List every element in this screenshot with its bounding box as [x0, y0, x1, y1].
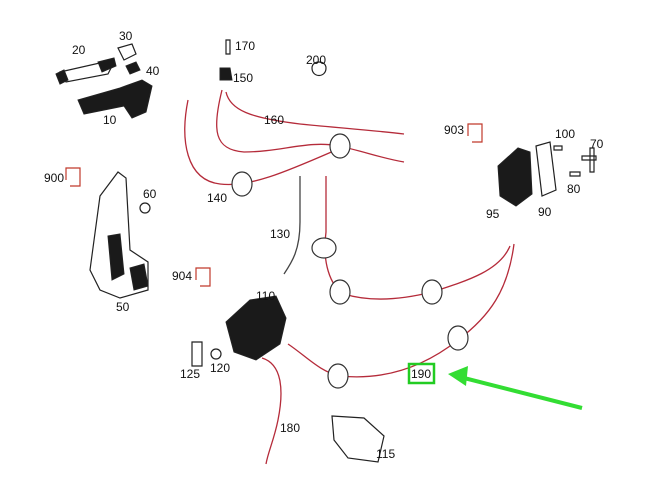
cable-long — [324, 176, 511, 300]
handle-part-30 — [117, 43, 137, 61]
bracket-part-90 — [535, 141, 557, 197]
label-95: 95 — [486, 207, 500, 221]
label-90: 90 — [538, 205, 552, 219]
grommet-190a — [327, 363, 349, 389]
tag-icon-904 — [195, 267, 211, 287]
carrier-detail-2 — [129, 263, 149, 291]
cable-140 — [184, 99, 337, 186]
clip-part-150 — [219, 67, 233, 81]
label-30: 30 — [119, 29, 133, 43]
grommet-c — [421, 279, 443, 305]
label-115: 115 — [376, 447, 395, 461]
label-120: 120 — [210, 361, 230, 375]
carrier-detail — [107, 233, 125, 281]
tag-icon-900 — [65, 167, 81, 187]
grommet-b — [329, 279, 351, 305]
screw-part-120 — [210, 348, 222, 360]
screw-part-100 — [553, 145, 563, 151]
highlight-box-190 — [407, 362, 436, 385]
tag-icon-903 — [467, 123, 483, 143]
label-110: 110 — [256, 289, 275, 303]
label-125: 125 — [180, 367, 200, 381]
handle-end — [97, 57, 117, 73]
bracket-part-115 — [331, 415, 385, 463]
label-160: 160 — [264, 113, 284, 127]
cable-130 — [283, 176, 301, 275]
label-60: 60 — [143, 187, 157, 201]
outer-handle-group — [55, 43, 153, 119]
label-20: 20 — [72, 43, 86, 57]
cable-190 — [287, 243, 515, 378]
grommet-140 — [231, 171, 253, 197]
label-130: 130 — [270, 227, 290, 241]
lock-part-95 — [497, 147, 533, 207]
grommet-190b — [447, 325, 469, 351]
label-40: 40 — [146, 64, 160, 78]
lock-part-110 — [225, 295, 287, 361]
label-140: 140 — [207, 191, 227, 205]
label-10: 10 — [103, 113, 117, 127]
handle-part-10 — [77, 79, 153, 119]
label-180: 180 — [280, 421, 300, 435]
bolt-part-60 — [139, 202, 151, 214]
handle-cap — [55, 69, 69, 85]
cable-160b — [225, 91, 405, 135]
cable-160 — [216, 89, 405, 163]
label-150: 150 — [233, 71, 253, 85]
pointer-arrow-shaft — [463, 376, 583, 410]
label-80: 80 — [567, 182, 581, 196]
cover-part-125 — [191, 341, 203, 367]
label-904: 904 — [172, 269, 192, 283]
label-903: 903 — [444, 123, 464, 137]
grommet-160 — [329, 133, 351, 159]
label-70: 70 — [590, 137, 604, 151]
label-100: 100 — [555, 127, 575, 141]
label-50: 50 — [116, 300, 130, 314]
label-900: 900 — [44, 171, 64, 185]
striker-part-70 — [581, 147, 597, 173]
knob-part-200 — [311, 61, 327, 77]
label-200: 200 — [306, 53, 326, 67]
label-190: 190 — [411, 367, 431, 381]
pin-part-170 — [225, 39, 231, 55]
label-170: 170 — [235, 39, 255, 53]
pointer-arrow-head-icon — [448, 366, 468, 386]
handle-part-40 — [125, 61, 141, 75]
bolt-part-80 — [569, 171, 581, 177]
grommet-a — [311, 237, 337, 259]
cable-180 — [261, 357, 282, 465]
